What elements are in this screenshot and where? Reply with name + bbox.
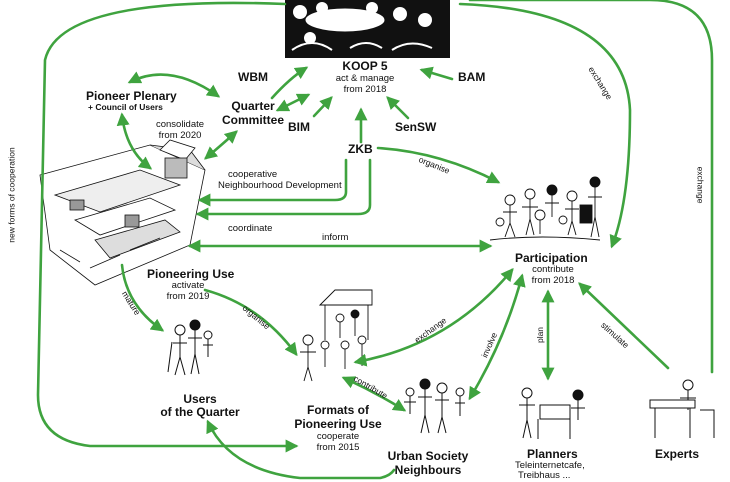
coop-dev-line1: cooperative	[228, 169, 278, 180]
inform-label: inform	[322, 232, 349, 243]
formats-line2: Pioneering Use	[294, 417, 382, 431]
koop-sub-year: from 2018	[343, 84, 387, 95]
users-line2: of the Quarter	[160, 405, 240, 419]
participation-year: from 2018	[531, 275, 575, 286]
arrows	[36, 0, 714, 480]
planners-sub2: Treibhaus ...	[518, 470, 571, 481]
experts-title: Experts	[655, 447, 700, 461]
sensw-label: SenSW	[395, 120, 437, 134]
planners-title: Planners	[527, 447, 578, 461]
zkb-label: ZKB	[348, 142, 373, 156]
quarter-committee-line2: Committee	[221, 113, 284, 127]
urban-society-line1: Urban Society	[387, 449, 469, 463]
formats-line1: Formats of	[306, 403, 369, 417]
pioneer-plenary-title: Pioneer Plenary	[86, 89, 177, 103]
participation-title: Participation	[515, 251, 588, 265]
planners-illustration	[519, 387, 585, 439]
formats-illustration	[300, 289, 373, 382]
formats-year: from 2015	[316, 442, 360, 453]
koop-meeting-illustration	[285, 0, 450, 58]
consolidate-label: consolidate	[155, 119, 205, 130]
users-illustration	[167, 319, 213, 376]
exchange-far-label: exchange	[695, 166, 706, 204]
bim-label: BIM	[288, 120, 310, 134]
coordinate-label: coordinate	[228, 223, 273, 234]
participation-contribute: contribute	[532, 264, 574, 275]
urban-society-line2: Neighbours	[394, 463, 462, 477]
experts-illustration	[649, 379, 715, 438]
bam-label: BAM	[458, 70, 486, 84]
formats-cooperate: cooperate	[316, 431, 360, 442]
koop-title: KOOP 5	[342, 59, 388, 73]
neighbours-illustration	[404, 378, 465, 434]
users-line1: Users	[183, 392, 217, 406]
pioneering-use-activate: activate	[171, 280, 205, 291]
pioneering-use-title: Pioneering Use	[147, 267, 235, 281]
koop-sub-act: act & manage	[335, 73, 395, 84]
participation-illustration	[489, 176, 602, 241]
consolidate-year: from 2020	[158, 130, 202, 141]
plan-label: plan	[535, 326, 546, 344]
coop-dev-line2: Neighbourhood Development	[218, 180, 342, 191]
quarter-building-illustration	[39, 139, 206, 286]
pioneering-use-year: from 2019	[166, 291, 210, 302]
new-forms-label: new forms of cooperation	[6, 147, 17, 243]
council-of-users: + Council of Users	[88, 102, 163, 112]
planners-sub1: Teleinternetcafe,	[515, 460, 585, 471]
quarter-committee-line1: Quarter	[231, 99, 275, 113]
wbm-label: WBM	[238, 70, 268, 84]
